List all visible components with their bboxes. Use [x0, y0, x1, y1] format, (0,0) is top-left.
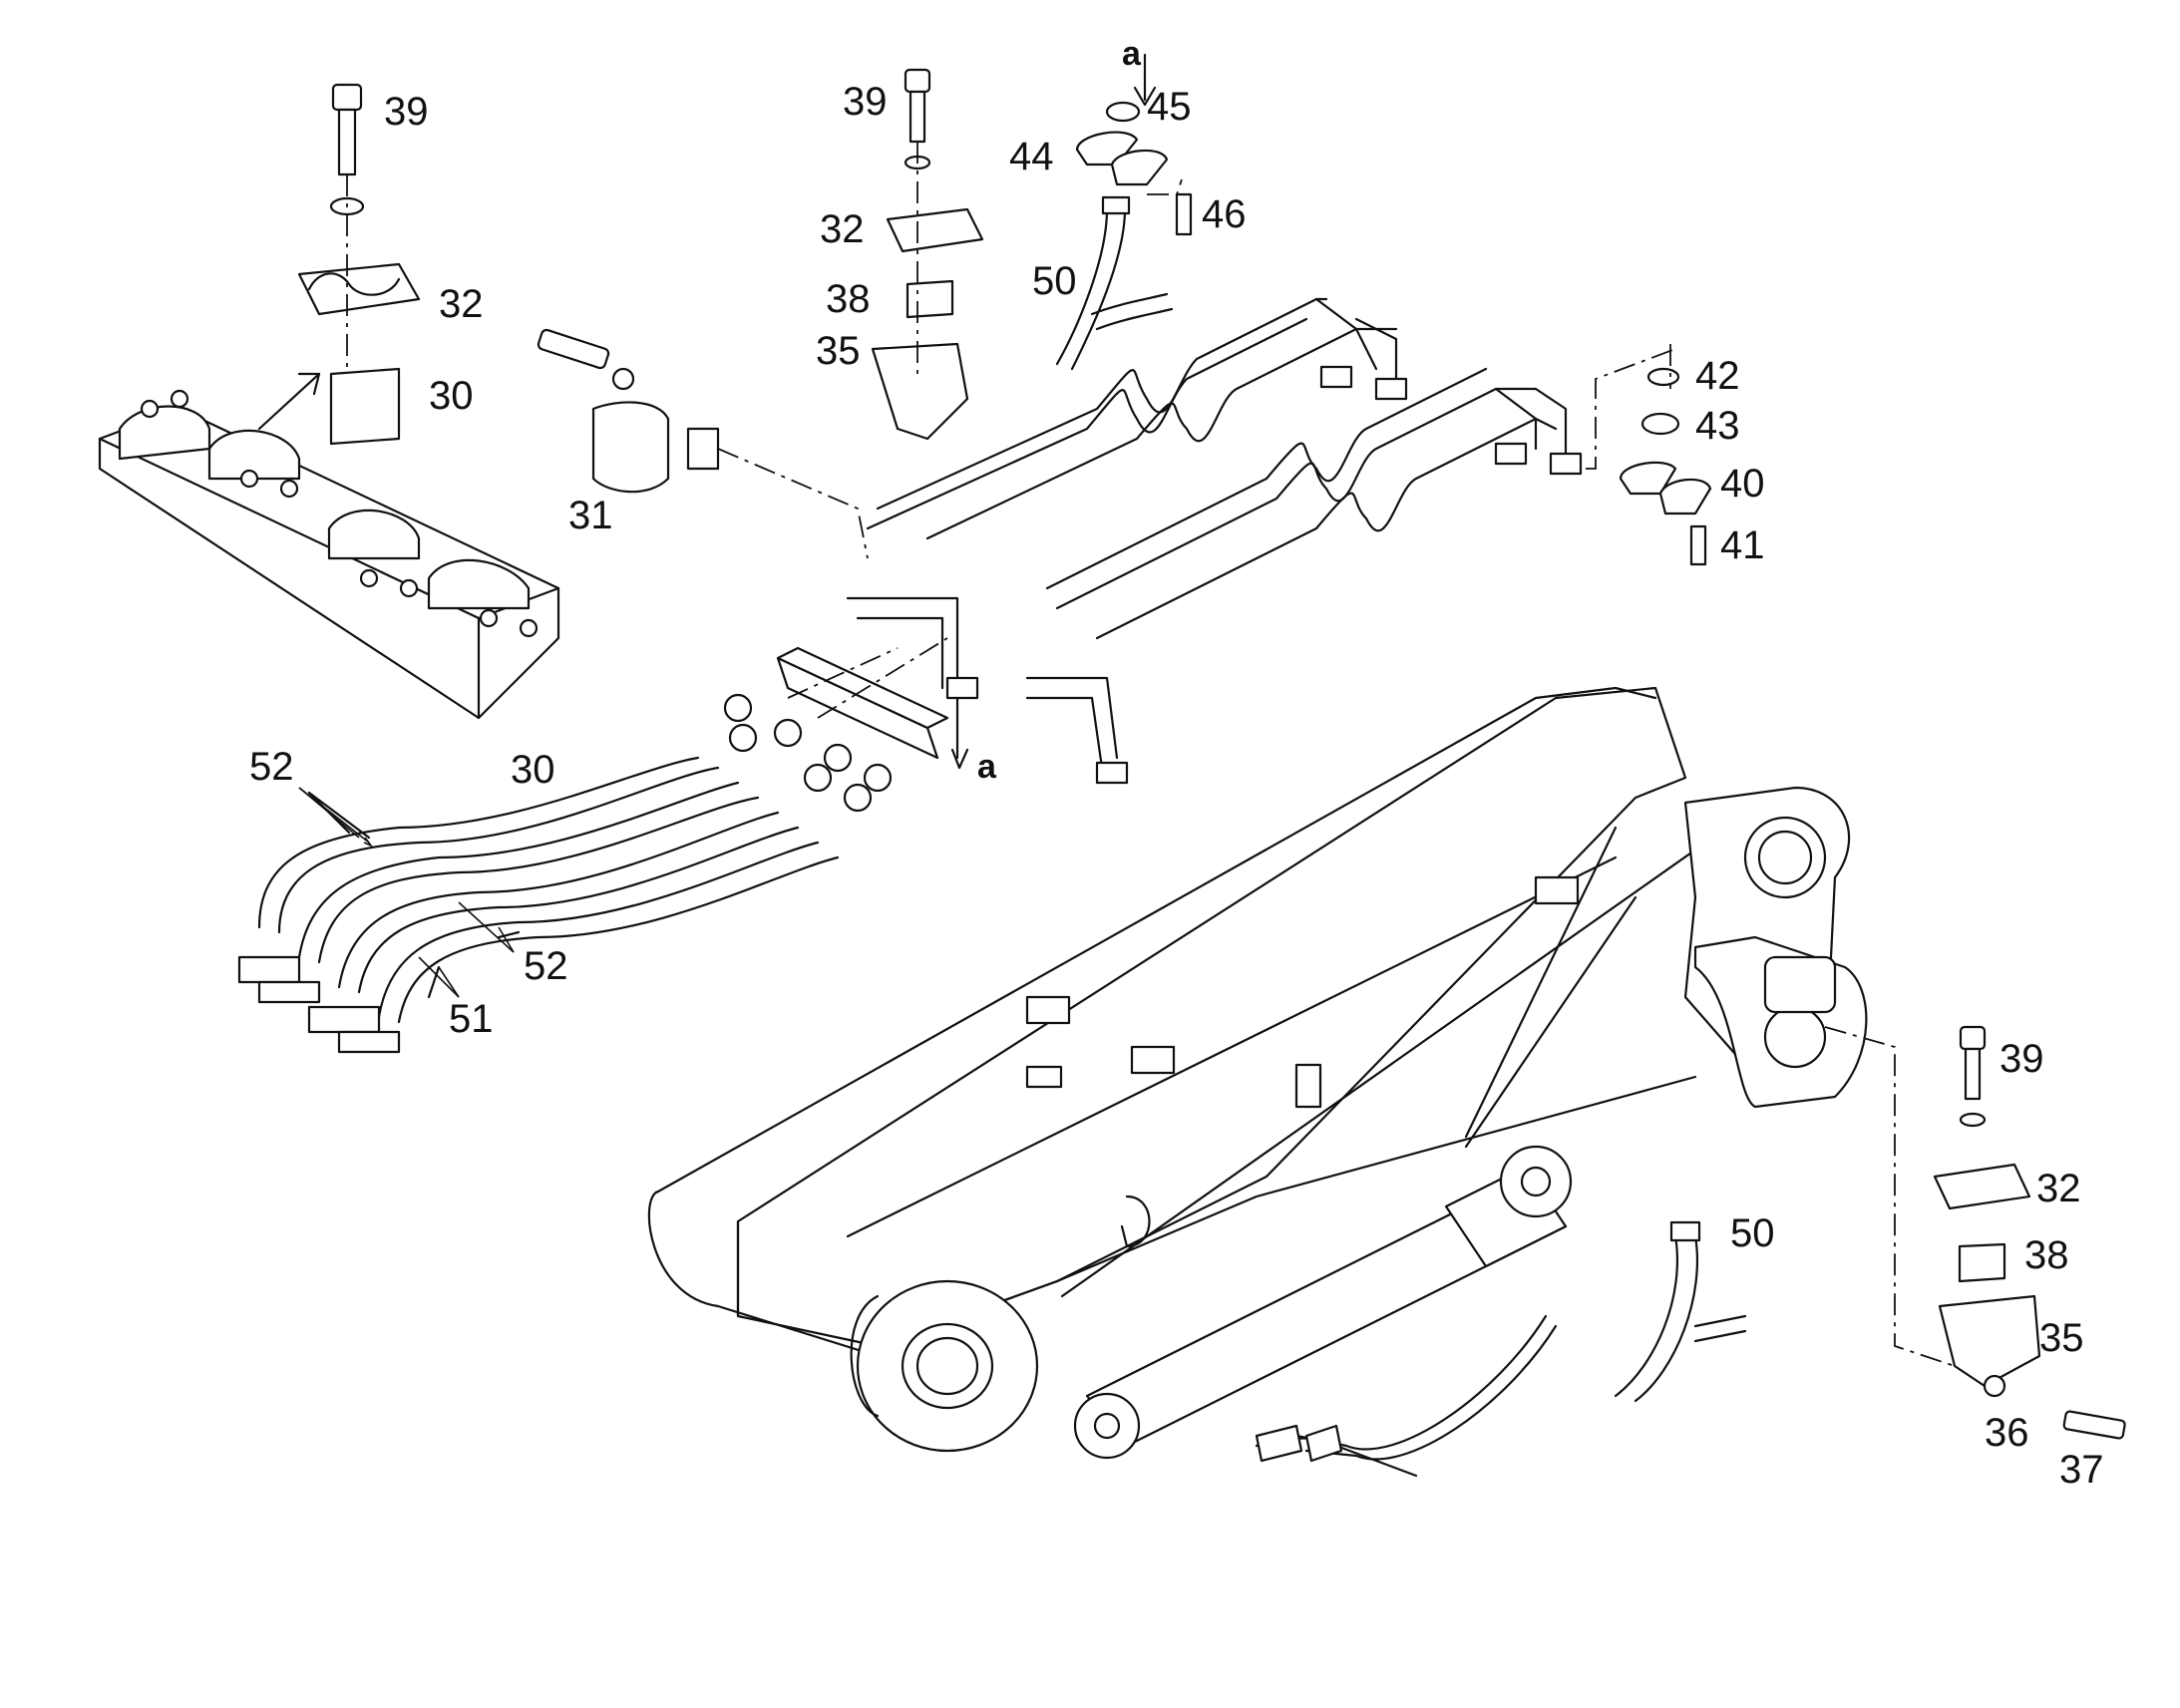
callout-a: a	[1122, 35, 1142, 73]
callout-50: 50	[1032, 259, 1077, 303]
hose-50-top	[1055, 195, 1174, 371]
callout-51: 51	[449, 997, 494, 1041]
callout-39: 39	[843, 80, 888, 124]
callout-30: 30	[511, 748, 555, 792]
callout-36: 36	[1985, 1411, 2029, 1455]
callout-31: 31	[568, 494, 613, 537]
callout-38: 38	[826, 277, 871, 321]
callout-39: 39	[384, 90, 429, 134]
fastener-stack-right	[1824, 1025, 2126, 1440]
callout-a: a	[977, 748, 997, 786]
callout-32: 32	[2036, 1167, 2081, 1210]
callout-35: 35	[816, 329, 861, 373]
callout-40: 40	[1720, 462, 1765, 506]
clamp-31	[537, 328, 869, 559]
callout-32: 32	[439, 282, 484, 326]
hydraulic-cylinder	[1073, 1145, 1573, 1460]
flange-fittings-top	[1075, 53, 1193, 236]
callout-labels: 39 32 30 30 39 32 38 35 31 a 45 44 46 50…	[249, 35, 2104, 1492]
callout-44: 44	[1009, 135, 1054, 178]
flange-fittings-right	[1619, 344, 1712, 566]
boom-arm	[647, 686, 1868, 1453]
callout-50: 50	[1730, 1211, 1775, 1255]
callout-39: 39	[1999, 1037, 2044, 1081]
callout-32: 32	[820, 207, 865, 251]
callout-30: 30	[429, 374, 474, 418]
manifold-block	[723, 596, 1129, 813]
callout-38: 38	[2024, 1233, 2069, 1277]
pipe-bundle	[866, 297, 1676, 640]
callout-37: 37	[2059, 1448, 2104, 1492]
callout-42: 42	[1695, 354, 1740, 398]
callout-46: 46	[1202, 192, 1247, 236]
leader-lines	[298, 787, 515, 998]
fastener-stack-middle	[871, 68, 984, 441]
callout-35: 35	[2039, 1316, 2084, 1360]
callout-45: 45	[1147, 85, 1192, 129]
hose-50-bottom	[1255, 1220, 1747, 1478]
callout-41: 41	[1720, 523, 1765, 567]
clamp-block-assembly	[98, 372, 560, 720]
callout-43: 43	[1695, 404, 1740, 448]
callout-52: 52	[249, 745, 294, 789]
hoses-51-52	[237, 756, 840, 1054]
callout-52: 52	[524, 944, 568, 988]
fastener-stack-left	[297, 83, 421, 446]
